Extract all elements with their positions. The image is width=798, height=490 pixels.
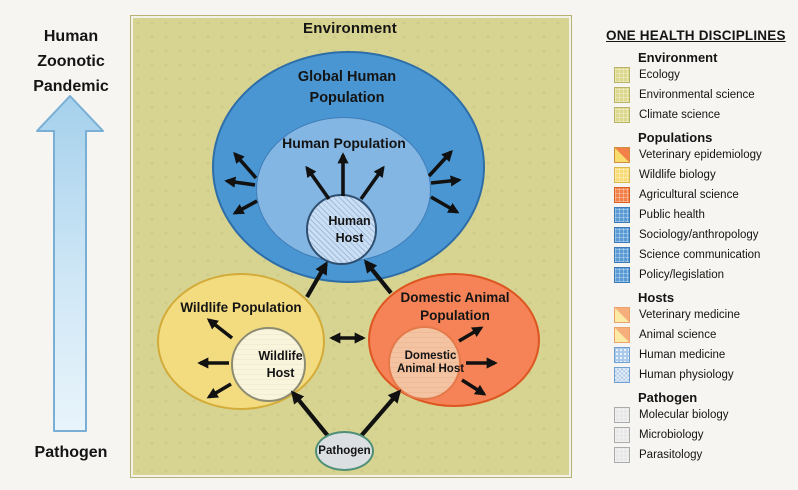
khaki-swatch-icon <box>614 107 630 123</box>
legend-title: ONE HEALTH DISCIPLINES <box>606 28 786 43</box>
legend-section-header: Populations <box>638 130 713 145</box>
legend-item-label: Parasitology <box>639 449 703 461</box>
legend-item-label: Animal science <box>639 329 717 341</box>
legend-item-label: Veterinary epidemiology <box>639 149 762 161</box>
legend-item-label: Environmental science <box>639 89 755 101</box>
legend-item-label: Veterinary medicine <box>639 309 740 321</box>
legend-item-label: Microbiology <box>639 429 704 441</box>
legend-item: Veterinary medicine <box>614 307 794 323</box>
human-population-label: Human Population <box>282 135 406 151</box>
legend-item: Microbiology <box>614 427 794 443</box>
split-pale-swatch-icon <box>614 307 630 323</box>
legend-item: Veterinary epidemiology <box>614 147 794 163</box>
legend-item: Environmental science <box>614 87 794 103</box>
gray-swatch-icon <box>614 427 630 443</box>
legend-item-label: Climate science <box>639 109 721 121</box>
legend-item: Science communication <box>614 247 794 263</box>
orange-swatch-icon <box>614 187 630 203</box>
legend-item: Policy/legislation <box>614 267 794 283</box>
legend-item: Molecular biology <box>614 407 794 423</box>
gray-swatch-icon <box>614 447 630 463</box>
legend-item: Public health <box>614 207 794 223</box>
pathogen-node: Pathogen <box>315 431 374 471</box>
pathogen-label: Pathogen <box>34 444 108 461</box>
pathogen-to-pandemic-arrow <box>36 95 104 432</box>
blue-dot-swatch-icon <box>614 347 630 363</box>
khaki-swatch-icon <box>614 67 630 83</box>
legend-item: Wildlife biology <box>614 167 794 183</box>
wildlife-population-label: Wildlife Population <box>180 300 302 315</box>
environment-title: Environment <box>303 20 397 37</box>
legend-item-label: Human medicine <box>639 349 726 361</box>
legend-item: Animal science <box>614 327 794 343</box>
pandemic-label: Human Zoonotic Pandemic <box>33 28 109 95</box>
legend-item-label: Agricultural science <box>639 189 739 201</box>
blue-hatch-swatch-icon <box>614 367 630 383</box>
legend-item: Sociology/anthropology <box>614 227 794 243</box>
legend-item-label: Sociology/anthropology <box>639 229 759 241</box>
human-host-label: Human Host <box>328 213 371 245</box>
legend-item-label: Molecular biology <box>639 409 729 421</box>
legend-section-header: Environment <box>638 50 718 65</box>
legend-item: Human physiology <box>614 367 794 383</box>
domestic-animal-population-label: Domestic Animal Population <box>400 290 510 323</box>
pathogen-node-label: Pathogen <box>318 445 371 457</box>
legend-item-label: Public health <box>639 209 705 221</box>
wildlife-host-circle: Wildlife Host <box>231 327 306 402</box>
legend-item-label: Science communication <box>639 249 761 261</box>
split-pale-swatch-icon <box>614 327 630 343</box>
gray-swatch-icon <box>614 407 630 423</box>
legend-item-label: Wildlife biology <box>639 169 716 181</box>
blue-swatch-icon <box>614 227 630 243</box>
legend-item-label: Policy/legislation <box>639 269 725 281</box>
wildlife-host-label: Wildlife Host <box>258 348 303 380</box>
legend-section-header: Pathogen <box>638 390 698 405</box>
yellow-swatch-icon <box>614 167 630 183</box>
split-swatch-icon <box>614 147 630 163</box>
legend-section-header: Hosts <box>638 290 675 305</box>
legend-item-label: Human physiology <box>639 369 734 381</box>
blue-swatch-icon <box>614 247 630 263</box>
legend-item: Parasitology <box>614 447 794 463</box>
legend-item: Human medicine <box>614 347 794 363</box>
global-human-population-label: Global Human Population <box>297 69 397 106</box>
blue-swatch-icon <box>614 207 630 223</box>
legend-item: Climate science <box>614 107 794 123</box>
khaki-swatch-icon <box>614 87 630 103</box>
blue-swatch-icon <box>614 267 630 283</box>
legend-item: Agricultural science <box>614 187 794 203</box>
legend-item: Ecology <box>614 67 794 83</box>
domestic-animal-host-circle: Domestic Animal Host <box>388 326 464 400</box>
legend-item-label: Ecology <box>639 69 680 81</box>
domestic-animal-host-label: Domestic Animal Host <box>396 350 465 375</box>
